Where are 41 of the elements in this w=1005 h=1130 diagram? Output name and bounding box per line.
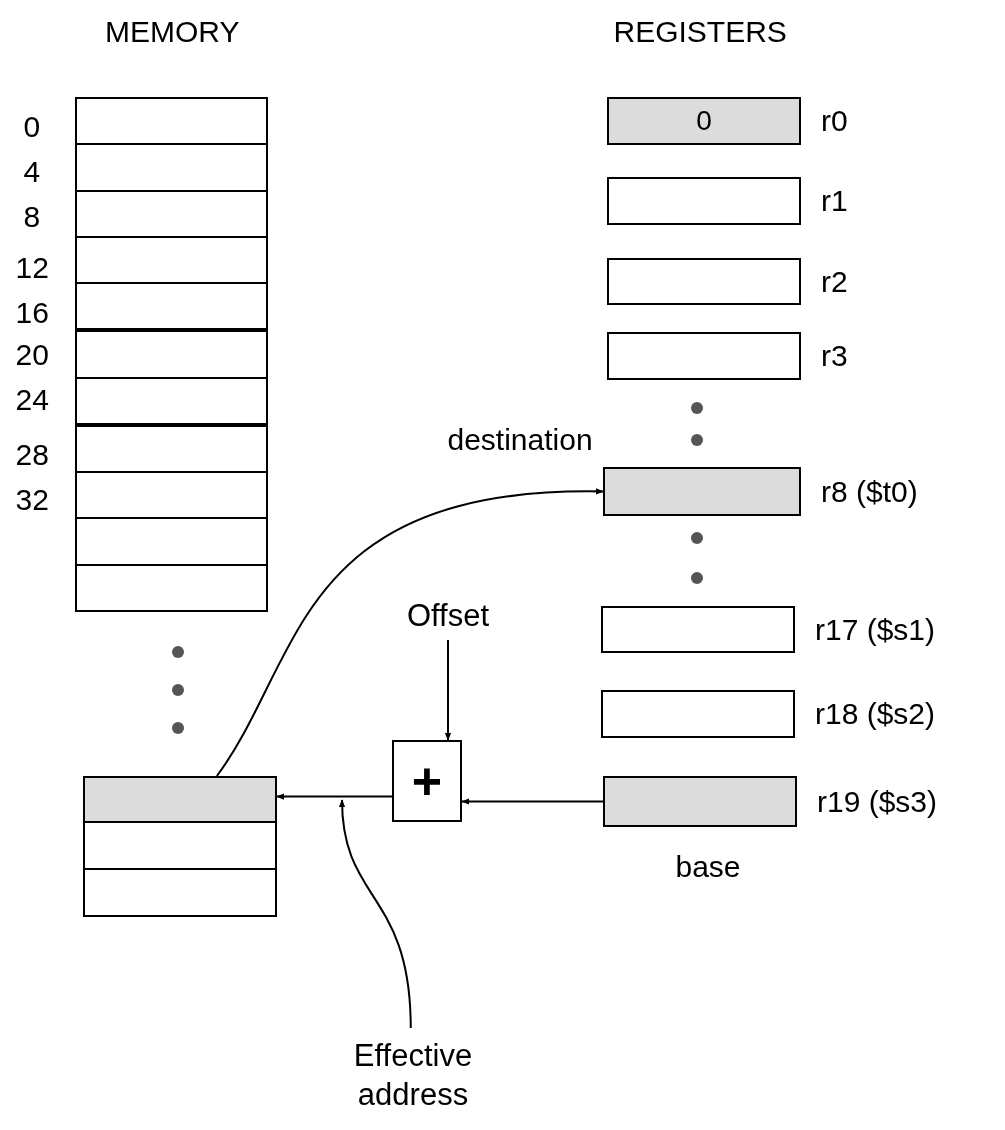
address-number: 20: [15, 338, 49, 372]
register-box: [601, 690, 795, 738]
register-box: [607, 332, 801, 380]
arrow: [444, 639, 452, 741]
address-number: 12: [15, 251, 49, 285]
register-name: r8 ($t0): [821, 474, 918, 509]
column-heading: MEMORY: [105, 15, 240, 49]
register-box: [603, 467, 801, 516]
offset-text: Offset: [378, 592, 518, 640]
effective-address-text: Effective address: [300, 1028, 526, 1124]
register-name: r18 ($s2): [815, 697, 936, 731]
adder-box: +: [392, 740, 462, 822]
edge-label: destination: [447, 423, 593, 457]
register-box: [607, 258, 801, 305]
address-number: 32: [15, 483, 49, 517]
register-name: r17 ($s1): [815, 612, 936, 647]
address-number: 0: [23, 110, 41, 144]
arrow: [461, 798, 604, 805]
register-name: r1: [821, 184, 848, 218]
register-box: [601, 606, 795, 653]
arrow: [276, 793, 393, 800]
address-number: 8: [23, 200, 41, 234]
register-name: r3: [821, 339, 848, 373]
column-heading: REGISTERS: [613, 15, 787, 49]
address-number: 4: [23, 155, 41, 189]
address-number: 24: [15, 383, 49, 417]
register-box: [603, 776, 797, 827]
leader-arrow: [339, 799, 412, 1029]
register-name: r0: [821, 104, 848, 138]
memory-column: [75, 97, 268, 612]
memory-cell: [83, 776, 277, 823]
register-box: 0: [607, 97, 801, 145]
address-number: 28: [15, 438, 49, 472]
arrow: [215, 488, 604, 777]
register-name: r19 ($s3): [817, 784, 938, 819]
memory-cell: [83, 868, 277, 917]
register-box: [607, 177, 801, 225]
register-name: r2: [821, 264, 848, 299]
register-role-label: base: [675, 850, 741, 884]
memory-cell: [83, 821, 277, 870]
address-number: 16: [15, 296, 49, 330]
